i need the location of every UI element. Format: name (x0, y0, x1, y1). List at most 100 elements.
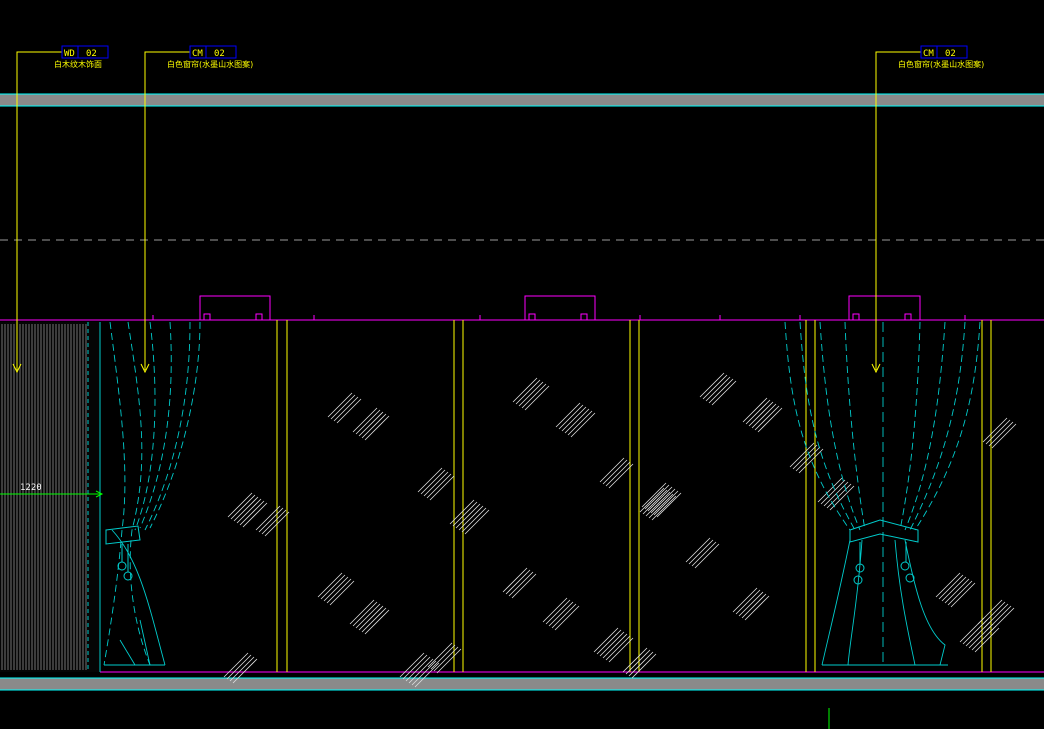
glass-hatch-stroke (602, 459, 628, 485)
glass-hatch-stroke (414, 662, 440, 688)
curtain-tieback-icon (849, 519, 919, 585)
glass-hatch-stroke (744, 595, 770, 621)
glass-hatch-stroke (685, 537, 711, 563)
callout-tag-cm02-right: CM 02 白色窗帘(水墨山水图案) (898, 45, 984, 69)
glass-hatch-stroke (983, 603, 1009, 629)
callout-note: 白色窗帘(水墨山水图案) (898, 59, 984, 69)
glass-hatch-stroke (554, 605, 580, 631)
glass-hatch-stroke (323, 576, 349, 602)
glass-hatch-stroke (642, 489, 668, 515)
glass-hatch-stroke (455, 503, 481, 529)
glass-hatch-stroke (647, 486, 673, 512)
callout-number: 02 (214, 49, 225, 59)
glass-hatch-stroke (751, 403, 777, 429)
glass-hatch-stroke (982, 417, 1008, 443)
curtain-pelmet-icon (199, 295, 921, 321)
callout-tag-wd02: WD 02 白木纹木饰面 (54, 45, 109, 69)
glass-hatch-stroke (508, 571, 534, 597)
callout-note: 白色窗帘(水墨山水图案) (167, 59, 253, 69)
glass-hatch-stroke (694, 543, 720, 569)
glass-hatch-stroke (358, 605, 384, 631)
glass-hatch-stroke (738, 591, 764, 617)
glass-hatch-stroke (317, 572, 343, 598)
glass-hatch-stroke (625, 649, 651, 675)
glass-hatch-stroke (985, 419, 1011, 445)
glass-hatch-stroke (561, 406, 587, 432)
glass-hatch-stroke (399, 652, 425, 678)
glass-hatch-stroke (327, 392, 353, 418)
glass-hatch-stroke (644, 484, 670, 510)
leader-lines (12, 51, 921, 374)
glass-hatch-stroke (227, 492, 253, 518)
glass-hatch-stroke (741, 593, 767, 619)
glass-hatch-stroke (944, 578, 970, 604)
glass-hatch-stroke (651, 495, 677, 521)
glass-hatch-stroke (702, 374, 728, 400)
glass-hatch-stroke (521, 383, 547, 409)
glass-hatch-stroke (333, 396, 359, 422)
glass-hatch-stroke (426, 473, 452, 499)
glass-hatch-stroke (329, 580, 355, 606)
glass-hatch-stroke (433, 646, 459, 672)
glass-hatch-stroke (735, 589, 761, 615)
glass-hatch-stroke (605, 635, 631, 661)
glass-hatch-stroke (320, 574, 346, 600)
glass-hatch-stroke (452, 501, 478, 527)
glass-hatch-stroke (988, 421, 1014, 447)
glass-hatch-stroke (656, 492, 682, 518)
glass-hatch-stroke (258, 507, 284, 533)
glass-hatch-stroke (950, 582, 976, 608)
glass-hatch-stroke (742, 397, 768, 423)
callout-code: CM (192, 49, 203, 59)
glass-hatch-stroke (789, 442, 815, 468)
callout-code: CM (923, 49, 934, 59)
glass-hatch-stroke (358, 411, 384, 437)
glass-hatch-stroke (336, 398, 362, 424)
glass-hatch-stroke (502, 567, 528, 593)
glass-hatch-stroke (330, 394, 356, 420)
glass-hatch-stroke (326, 578, 352, 604)
glass-hatch-stroke (548, 601, 574, 627)
glass-hatch-stroke (599, 457, 625, 483)
glass-hatch-stroke (236, 498, 262, 524)
glass-hatch-stroke (355, 603, 381, 629)
glass-hatch-stroke (405, 656, 431, 682)
glass-hatch-stroke (947, 580, 973, 606)
glass-hatch-stroke (820, 479, 846, 505)
glass-hatch-stroke (708, 378, 734, 404)
glass-hatch-stroke (361, 413, 387, 439)
glass-hatch-stroke (567, 410, 593, 436)
glass-hatch-stroke (650, 488, 676, 514)
glass-hatch-stroke (593, 627, 619, 653)
glass-hatch-stroke (558, 404, 584, 430)
glass-hatch-stroke (449, 499, 475, 525)
glass-hatch-stroke (938, 574, 964, 600)
glass-hatch-stroke (645, 491, 671, 517)
glass-hatch-stroke (511, 573, 537, 599)
glass-hatch-stroke (524, 385, 550, 411)
glass-hatch-stroke (233, 496, 259, 522)
glass-hatch-stroke (748, 401, 774, 427)
glass-hatch-stroke (823, 481, 849, 507)
glass-hatch-stroke (402, 654, 428, 680)
glass-hatch-stroke (980, 601, 1006, 627)
top-beam (0, 93, 1044, 107)
glass-hatch-stroke (232, 658, 258, 684)
callout-tag-cm02-left: CM 02 白色窗帘(水墨山水图案) (167, 45, 253, 69)
glass-hatch-stroke (226, 654, 252, 680)
glass-hatch-stroke (408, 658, 434, 684)
glass-hatch-stroke (242, 502, 268, 528)
glass-hatch-stroke (792, 444, 818, 470)
glass-hatch-stroke (417, 467, 443, 493)
glass-hatch-stroke (941, 576, 967, 602)
right-curtain-pair (784, 321, 981, 666)
glass-hatch-stroke (817, 477, 843, 503)
glass-hatch-stroke (608, 463, 634, 489)
glass-hatch-stroke (991, 423, 1017, 449)
glass-hatch-stroke (545, 599, 571, 625)
glass-hatch-stroke (745, 399, 771, 425)
glass-hatch-stroke (515, 379, 541, 405)
glass-hatch-stroke (608, 637, 634, 663)
glass-hatch-stroke (977, 599, 1003, 625)
glass-hatch-icon (223, 372, 1017, 688)
